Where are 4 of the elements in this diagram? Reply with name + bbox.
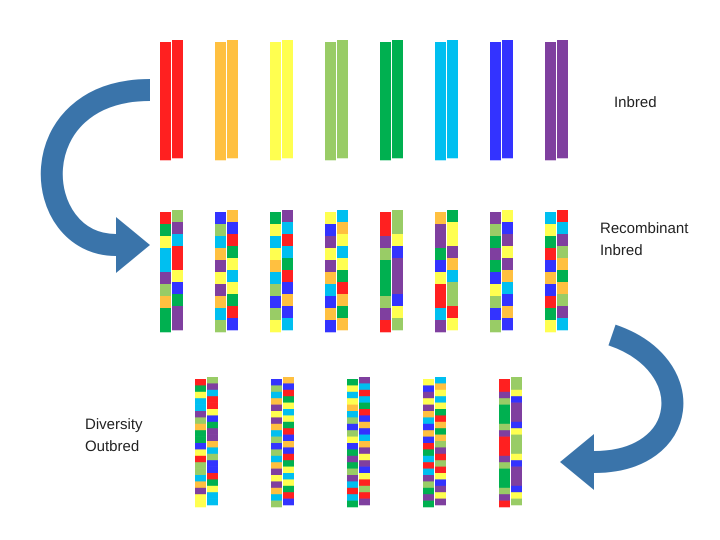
row-label: Recombinant Inbred	[600, 219, 690, 261]
curved-arrow	[41, 79, 152, 273]
row-label: Diversity Outbred	[85, 415, 144, 457]
row-label: Inbred	[614, 93, 658, 113]
